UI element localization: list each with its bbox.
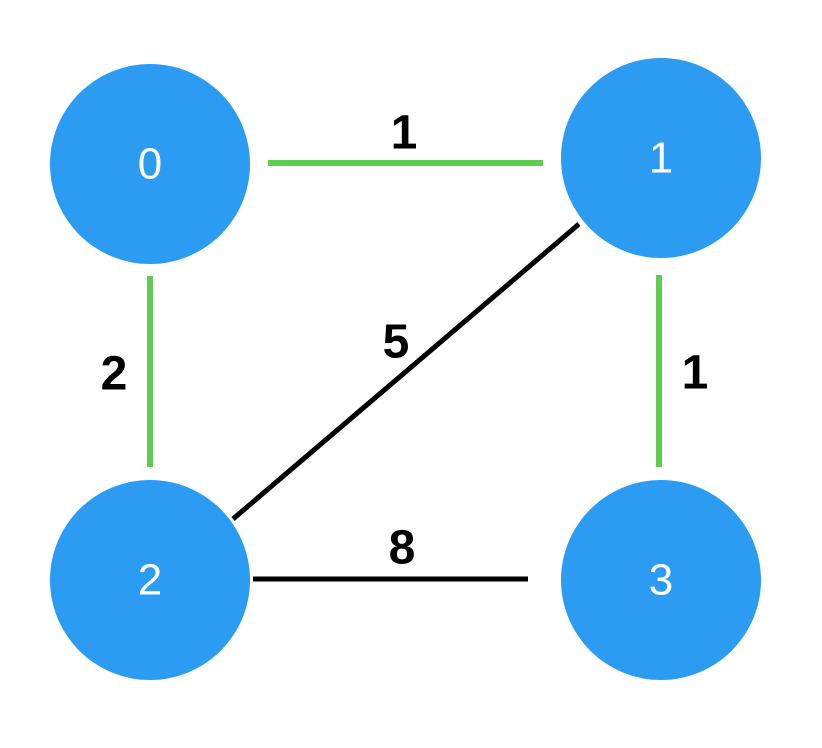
- edge-weight-0-2: 2: [101, 348, 128, 401]
- graph-node-1: [561, 58, 761, 258]
- edge-weight-2-3: 8: [389, 522, 416, 575]
- graph-node-0: [50, 64, 250, 264]
- edge-1-2: [231, 222, 581, 521]
- graph-node-label-3: 3: [649, 556, 673, 605]
- graph-node-label-2: 2: [138, 556, 162, 605]
- graph-node-label-0: 0: [138, 140, 162, 189]
- edge-weight-1-3: 1: [682, 347, 709, 400]
- edge-weight-1-2: 5: [383, 316, 410, 369]
- edge-weight-0-1: 1: [391, 107, 418, 160]
- graph-node-2: [50, 480, 250, 680]
- graph-node-label-1: 1: [649, 134, 673, 183]
- graph-node-3: [561, 480, 761, 680]
